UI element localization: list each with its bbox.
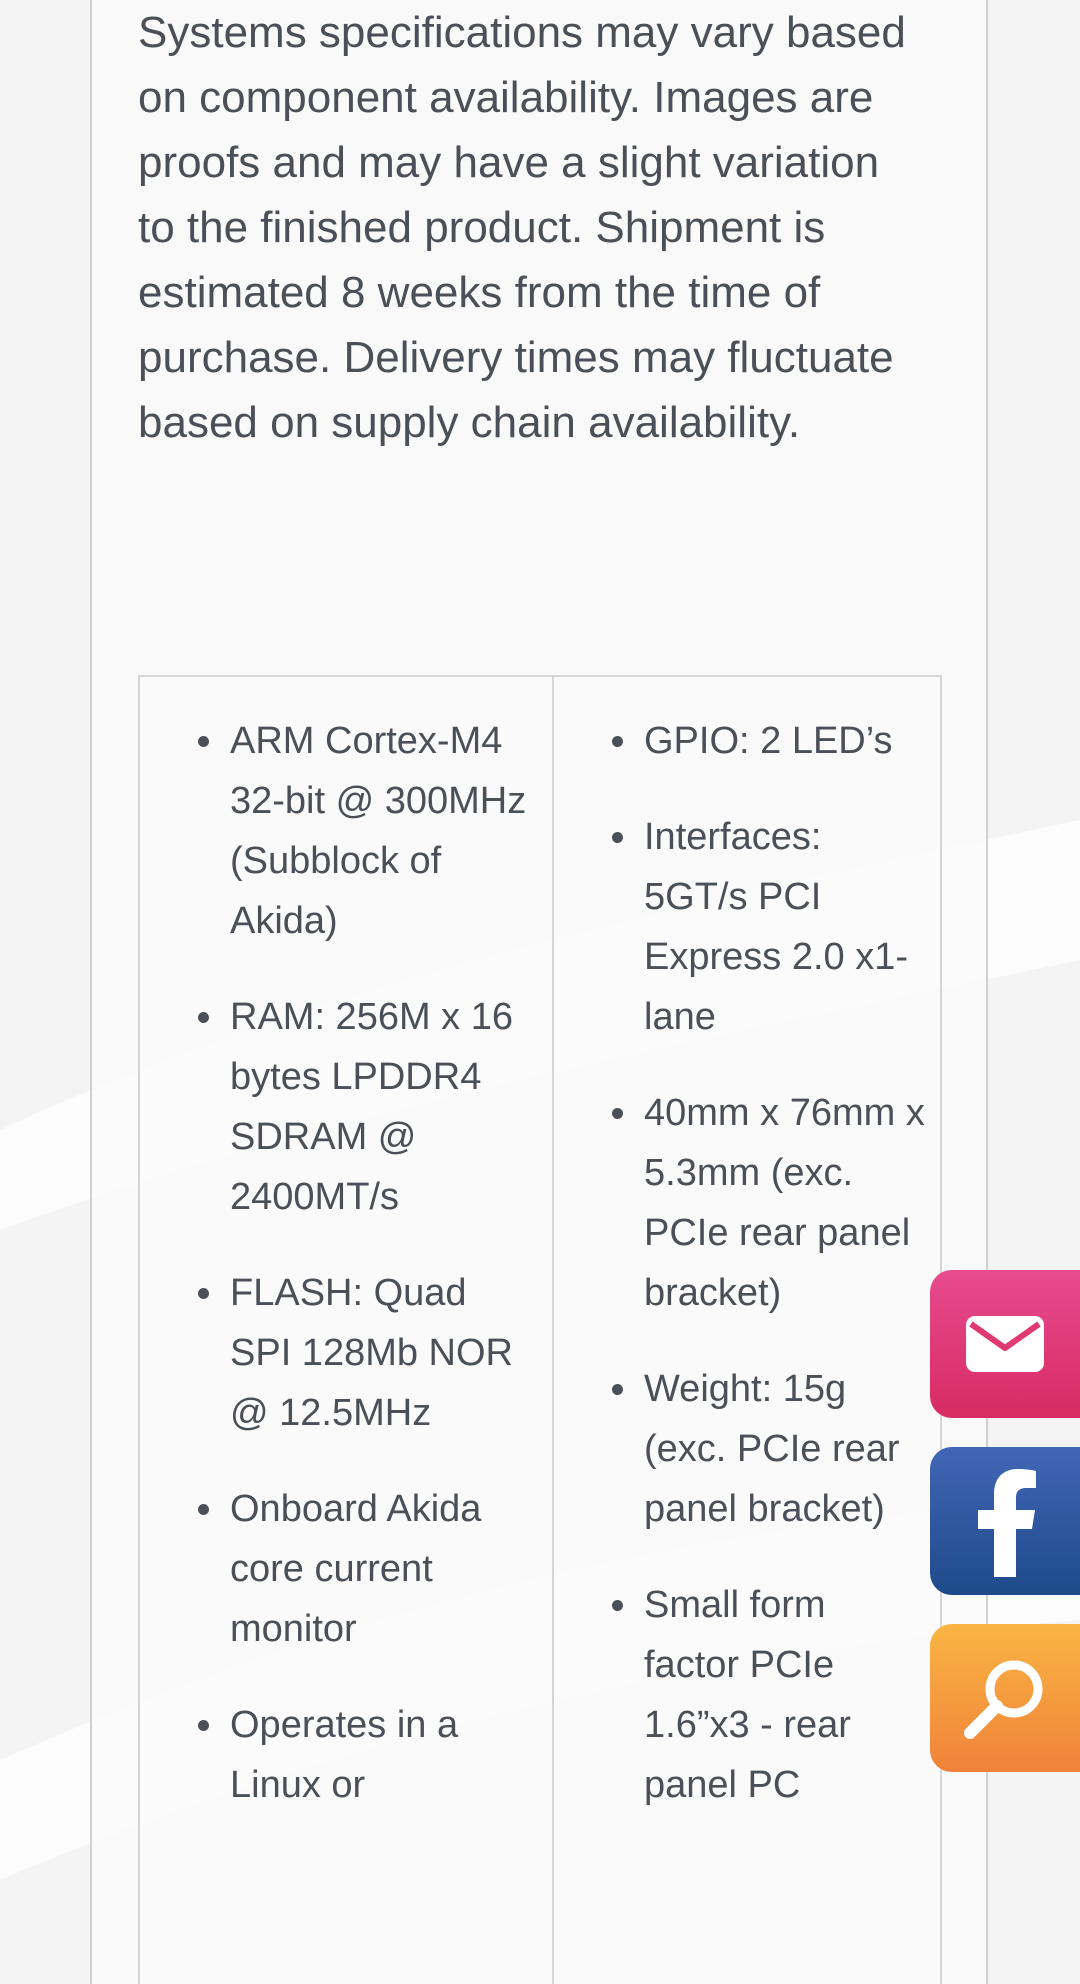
- availability-disclaimer: Systems specifications may vary based on…: [138, 8, 906, 447]
- spec-column-right: GPIO: 2 LED’s Interfaces: 5GT/s PCI Expr…: [554, 677, 940, 1984]
- spec-item: RAM: 256M x 16 bytes LPDDR4 SDRAM @ 2400…: [198, 987, 536, 1227]
- spec-item: Operates in a Linux or: [198, 1695, 536, 1815]
- spec-item: 40mm x 76mm x 5.3mm (exc. PCIe rear pane…: [612, 1083, 930, 1323]
- email-button[interactable]: [930, 1270, 1080, 1418]
- spec-item: FLASH: Quad SPI 128Mb NOR @ 12.5MHz: [198, 1263, 536, 1443]
- spec-item: Small form factor PCIe 1.6”x3 - rear pan…: [612, 1575, 930, 1815]
- spec-item: Interfaces: 5GT/s PCI Express 2.0 x1-lan…: [612, 807, 930, 1047]
- spec-item: Onboard Akida core current monitor: [198, 1479, 536, 1659]
- envelope-icon: [966, 1316, 1044, 1372]
- magnifier-icon: [964, 1660, 1043, 1739]
- spec-item: Weight: 15g (exc. PCIe rear panel bracke…: [612, 1359, 930, 1539]
- facebook-button[interactable]: [930, 1447, 1080, 1595]
- spec-item: ARM Cortex-M4 32-bit @ 300MHz (Subblock …: [198, 711, 536, 951]
- search-button[interactable]: [930, 1624, 1080, 1772]
- spec-column-left: ARM Cortex-M4 32-bit @ 300MHz (Subblock …: [140, 677, 554, 1984]
- spec-item: GPIO: 2 LED’s: [612, 711, 930, 771]
- spec-table: ARM Cortex-M4 32-bit @ 300MHz (Subblock …: [138, 675, 942, 1984]
- spec-list-left: ARM Cortex-M4 32-bit @ 300MHz (Subblock …: [140, 677, 552, 1815]
- spec-list-right: GPIO: 2 LED’s Interfaces: 5GT/s PCI Expr…: [554, 677, 940, 1815]
- facebook-icon: [978, 1469, 1036, 1577]
